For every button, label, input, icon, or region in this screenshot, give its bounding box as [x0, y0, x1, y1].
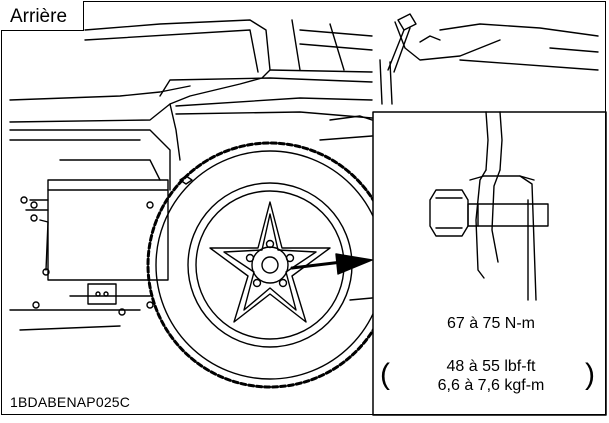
callout-arrow [290, 253, 373, 275]
open-parenthesis: ( [380, 358, 390, 391]
diagram-border [1, 1, 606, 415]
inset-nut-detail [429, 111, 549, 301]
lever [387, 13, 417, 73]
torque-spec-kgf: 6,6 à 7,6 kgf-m [437, 377, 545, 394]
close-parenthesis: ) [585, 358, 595, 391]
title-box: Arrière [1, 1, 84, 31]
chassis-parts [9, 115, 373, 331]
torque-spec-nm: 67 à 75 N-m [446, 315, 536, 332]
diagram-title: Arrière [10, 6, 68, 27]
detail-inset [372, 111, 607, 416]
torque-spec-lbf: 48 à 55 lbf-ft [446, 358, 536, 375]
vehicle-body [9, 19, 599, 161]
reference-code: 1BDABENAP025C [10, 394, 131, 410]
torque-spec-alternate: 48 à 55 lbf-ft 6,6 à 7,6 kgf-m [376, 357, 606, 395]
